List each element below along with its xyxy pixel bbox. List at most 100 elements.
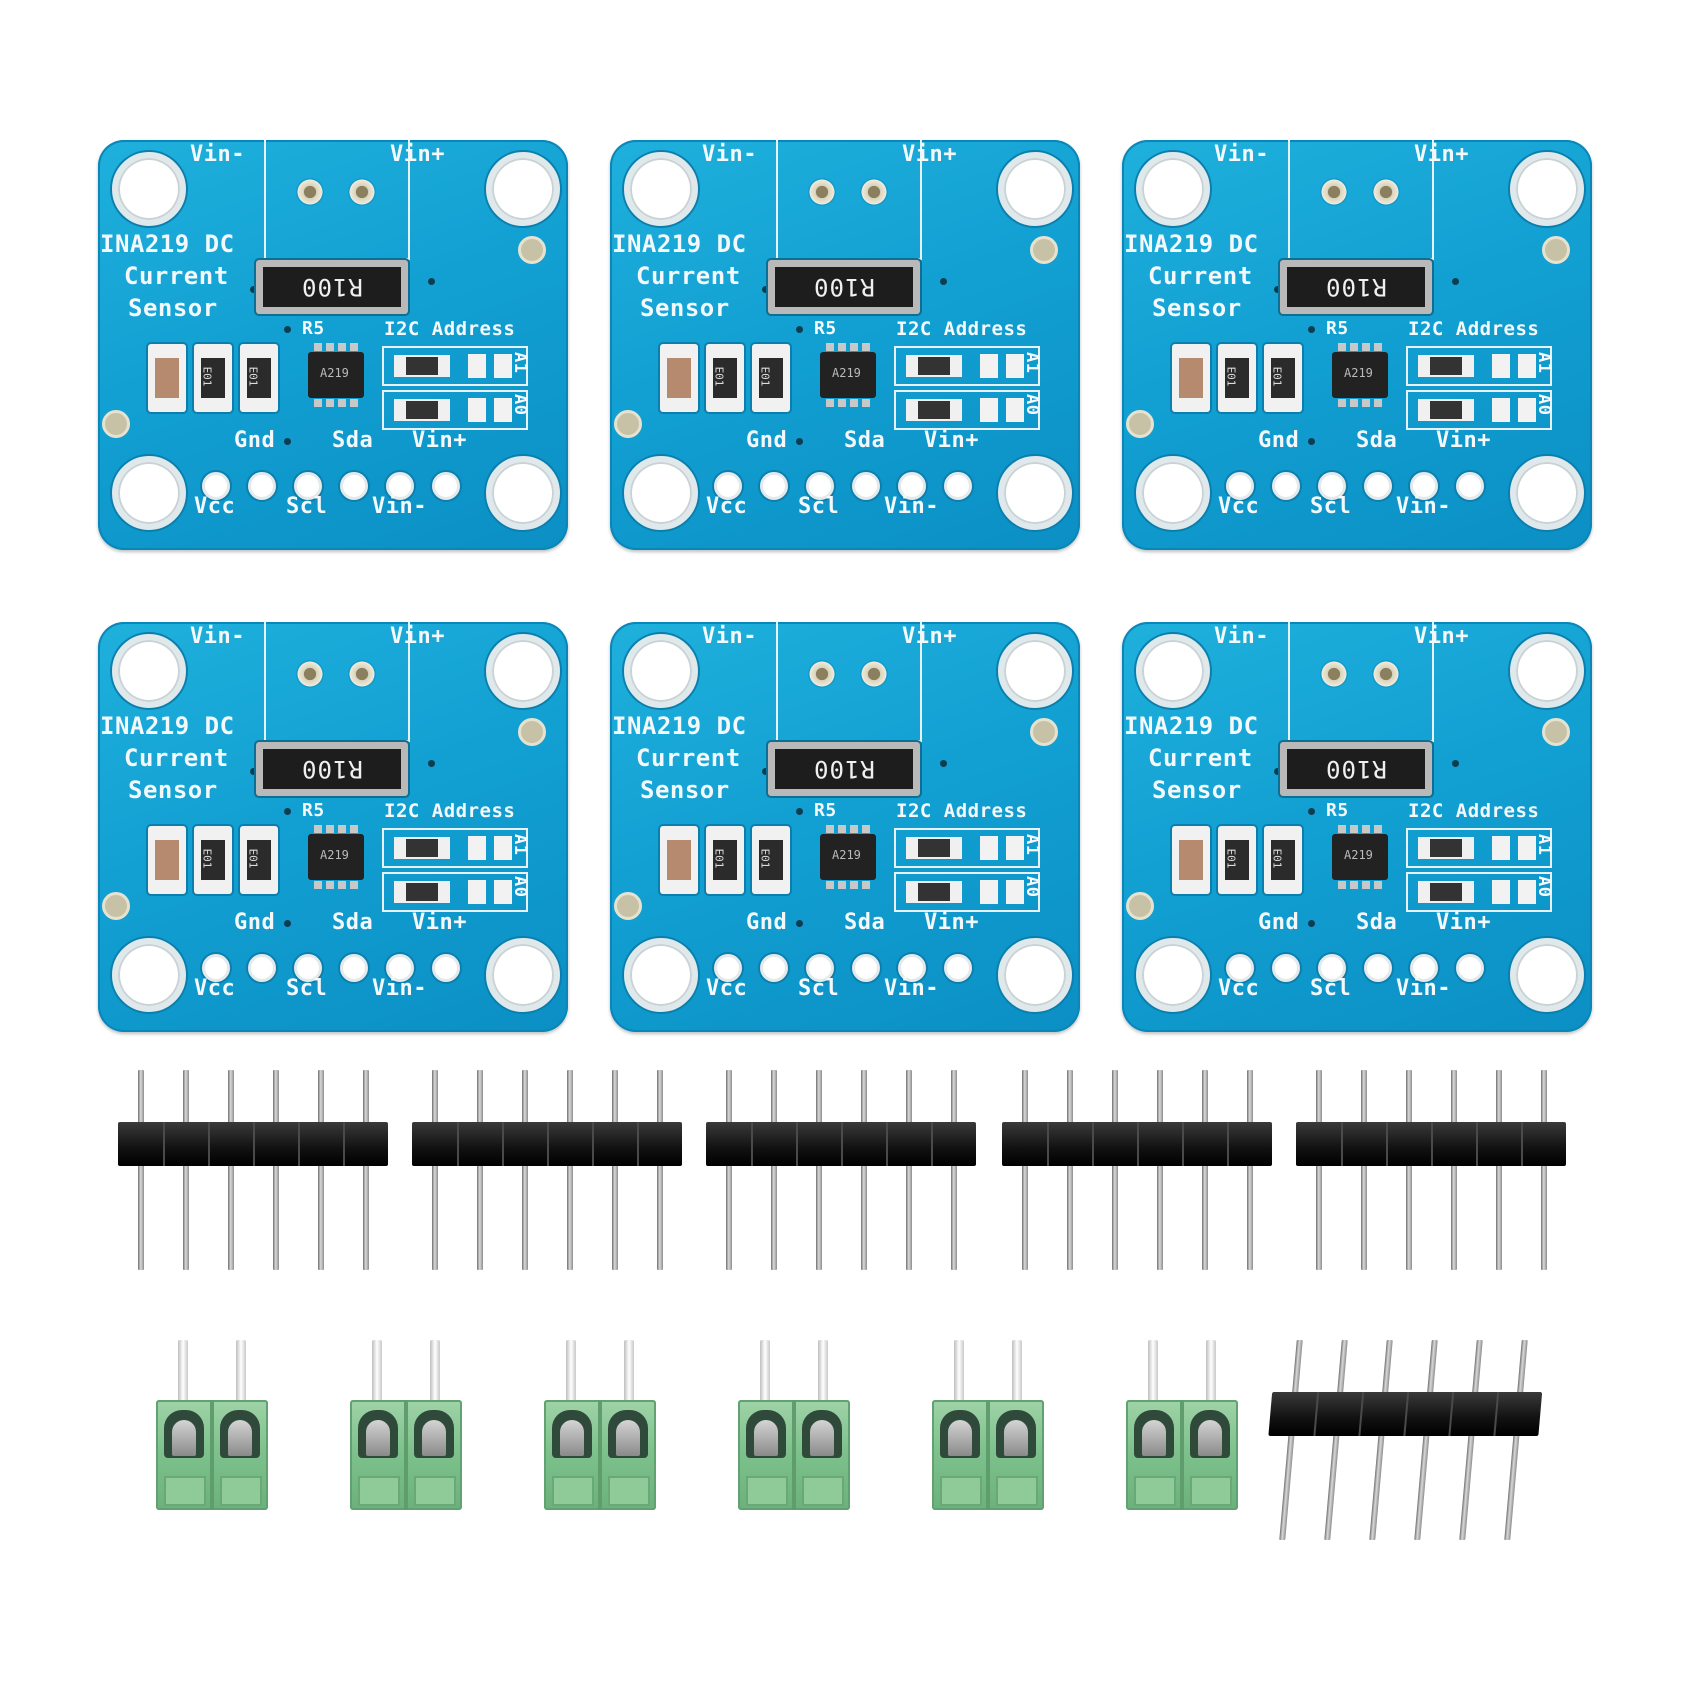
ina219-board-3: Vin- Vin+ INA219 DC Current Sensor R100 … [1122,140,1592,550]
header-segment [457,1122,459,1166]
header-pin [567,1070,573,1130]
board-title-line3: Sensor [640,776,730,804]
header-hole-vin-plus [432,472,460,500]
label-scl: Scl [286,976,328,1001]
terminal-pad [348,178,376,206]
mounting-hole [1136,152,1210,226]
header-hole-vin-plus [944,472,972,500]
header-pin [183,1070,189,1130]
header-pin [1451,1162,1457,1270]
smd-capacitor [148,344,186,412]
pin-header-6 [1259,1340,1546,1540]
chip-marking: A219 [320,848,349,862]
via [284,326,291,333]
terminal-screw [414,1410,454,1458]
terminal-pin [178,1340,188,1404]
label-r5: R5 [1326,800,1349,821]
smd-resistor: E01 [194,344,232,412]
terminal-screw [802,1410,842,1458]
header-pin [363,1162,369,1270]
label-vin-plus-bottom: Vin+ [1436,428,1491,453]
address-jumper-a0 [894,872,1040,912]
label-gnd: Gnd [746,428,788,453]
header-segment [637,1122,639,1166]
header-hole-vin-minus [1410,954,1438,982]
via [796,808,803,815]
terminal-slot [552,1476,594,1506]
smd-capacitor [1172,826,1210,894]
terminal-slot [414,1476,456,1506]
header-hole-scl [294,472,322,500]
header-pin [1112,1070,1118,1130]
label-i2c-address: I2C Address [384,318,516,340]
header-hole-vcc [714,472,742,500]
header-pin [771,1162,777,1270]
terminal-screw [358,1410,398,1458]
header-pin [1022,1070,1028,1130]
board-title-line1: INA219 DC [100,712,235,740]
ina219-board-5: Vin- Vin+ INA219 DC Current Sensor R100 … [610,622,1080,1032]
label-sda: Sda [844,428,886,453]
via [1308,326,1315,333]
via [1452,278,1459,285]
pin-header-1 [118,1070,388,1270]
label-a1: A1 [1534,834,1554,856]
label-vin-minus-bottom: Vin- [1396,494,1451,519]
header-hole-vin-plus [1456,954,1484,982]
shunt-marking: R100 [1325,755,1387,783]
header-pin [1157,1070,1163,1130]
header-hole-scl [1318,954,1346,982]
header-hole-gnd [248,954,276,982]
header-segment [592,1122,594,1166]
header-segment [253,1122,255,1166]
header-hole-vcc [202,472,230,500]
smd-marking: E01 [200,366,214,387]
label-scl: Scl [798,976,840,1001]
header-pin [1406,1162,1412,1270]
header-hole-vcc [1226,472,1254,500]
terminal-pad [296,660,324,688]
screw-terminal-1 [156,1340,268,1510]
label-vin-plus-top: Vin+ [1414,624,1469,649]
mounting-hole [112,152,186,226]
mounting-hole [486,938,560,1012]
test-point [518,236,546,264]
board-title-line3: Sensor [1152,294,1242,322]
label-vin-minus-top: Vin- [702,624,757,649]
terminal-pin [430,1340,440,1404]
address-jumper-a0 [894,390,1040,430]
smd-resistor: E01 [706,826,744,894]
header-hole-gnd [1272,472,1300,500]
terminal-footprint [1288,140,1434,260]
shunt-marking: R100 [301,755,363,783]
header-segment [1182,1122,1184,1166]
terminal-pad [1320,660,1348,688]
label-i2c-address: I2C Address [896,318,1028,340]
mounting-hole [998,152,1072,226]
header-pin [657,1070,663,1130]
via [940,760,947,767]
label-a1: A1 [1022,352,1042,374]
smd-resistor: E01 [240,826,278,894]
header-hole-vin-minus [1410,472,1438,500]
header-pin [861,1070,867,1130]
header-hole-scl [1318,472,1346,500]
header-pin [318,1070,324,1130]
terminal-pin [760,1340,770,1404]
via [796,438,803,445]
terminal-pin [1012,1340,1022,1404]
pin-header-3 [706,1070,976,1270]
label-a0: A0 [1534,394,1554,416]
label-a1: A1 [1534,352,1554,374]
ina219-board-1: Vin- Vin+ INA219 DC Current Sensor R100 … [98,140,568,550]
header-segment [1341,1122,1343,1166]
header-pin [1067,1070,1073,1130]
board-title-line2: Current [124,262,229,290]
terminal-pin [624,1340,634,1404]
header-segment [751,1122,753,1166]
header-pin [228,1162,234,1270]
header-hole-vcc [202,954,230,982]
smd-capacitor [148,826,186,894]
label-vin-minus-bottom: Vin- [884,976,939,1001]
board-title-line3: Sensor [640,294,730,322]
